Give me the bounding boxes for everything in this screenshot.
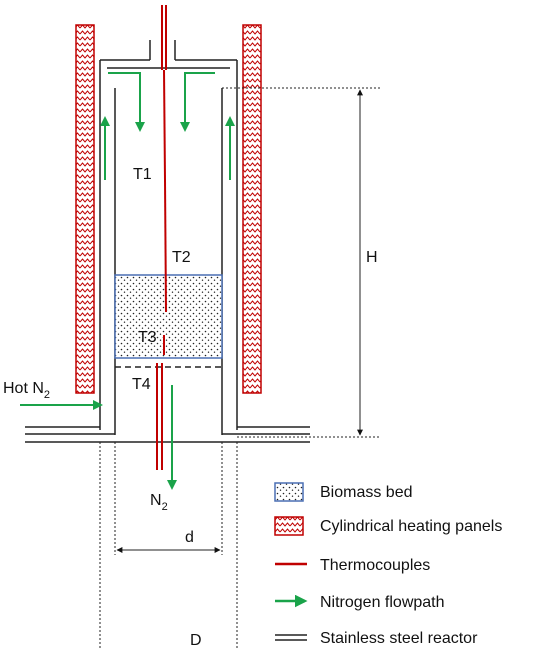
label-t3: T3	[138, 329, 157, 346]
legend-label-heating: Cylindrical heating panels	[320, 518, 502, 535]
label-h: H	[366, 249, 378, 266]
legend-swatch-biomass	[274, 482, 304, 502]
biomass-bed	[114, 274, 223, 359]
legend: Biomass bed Cylindrical heating panels T…	[274, 482, 502, 647]
legend-label-nitrogen: Nitrogen flowpath	[320, 594, 445, 611]
thermocouples	[156, 5, 167, 470]
inlet-pipes	[25, 426, 310, 443]
reactor-inner-tube	[107, 67, 230, 435]
legend-label-thermo: Thermocouples	[320, 557, 430, 574]
label-d-small: d	[185, 529, 194, 546]
label-t2: T2	[172, 249, 191, 266]
nitrogen-flowpath	[20, 72, 235, 490]
legend-label-biomass: Biomass bed	[320, 484, 413, 501]
legend-swatch-steel	[275, 634, 307, 641]
label-t4: T4	[132, 376, 151, 393]
reactor-outer-wall	[99, 40, 238, 430]
dimension-h	[222, 87, 380, 438]
label-n2-outlet: N2	[150, 492, 168, 513]
legend-label-steel: Stainless steel reactor	[320, 630, 478, 647]
heating-panel-left	[75, 24, 95, 394]
legend-swatch-heating	[274, 516, 304, 536]
dimension-d-lines	[99, 442, 238, 650]
label-t1: T1	[133, 166, 152, 183]
label-d-large: D	[190, 632, 202, 649]
heating-panel-right	[242, 24, 262, 394]
label-hot-n2: Hot N2	[3, 380, 50, 401]
